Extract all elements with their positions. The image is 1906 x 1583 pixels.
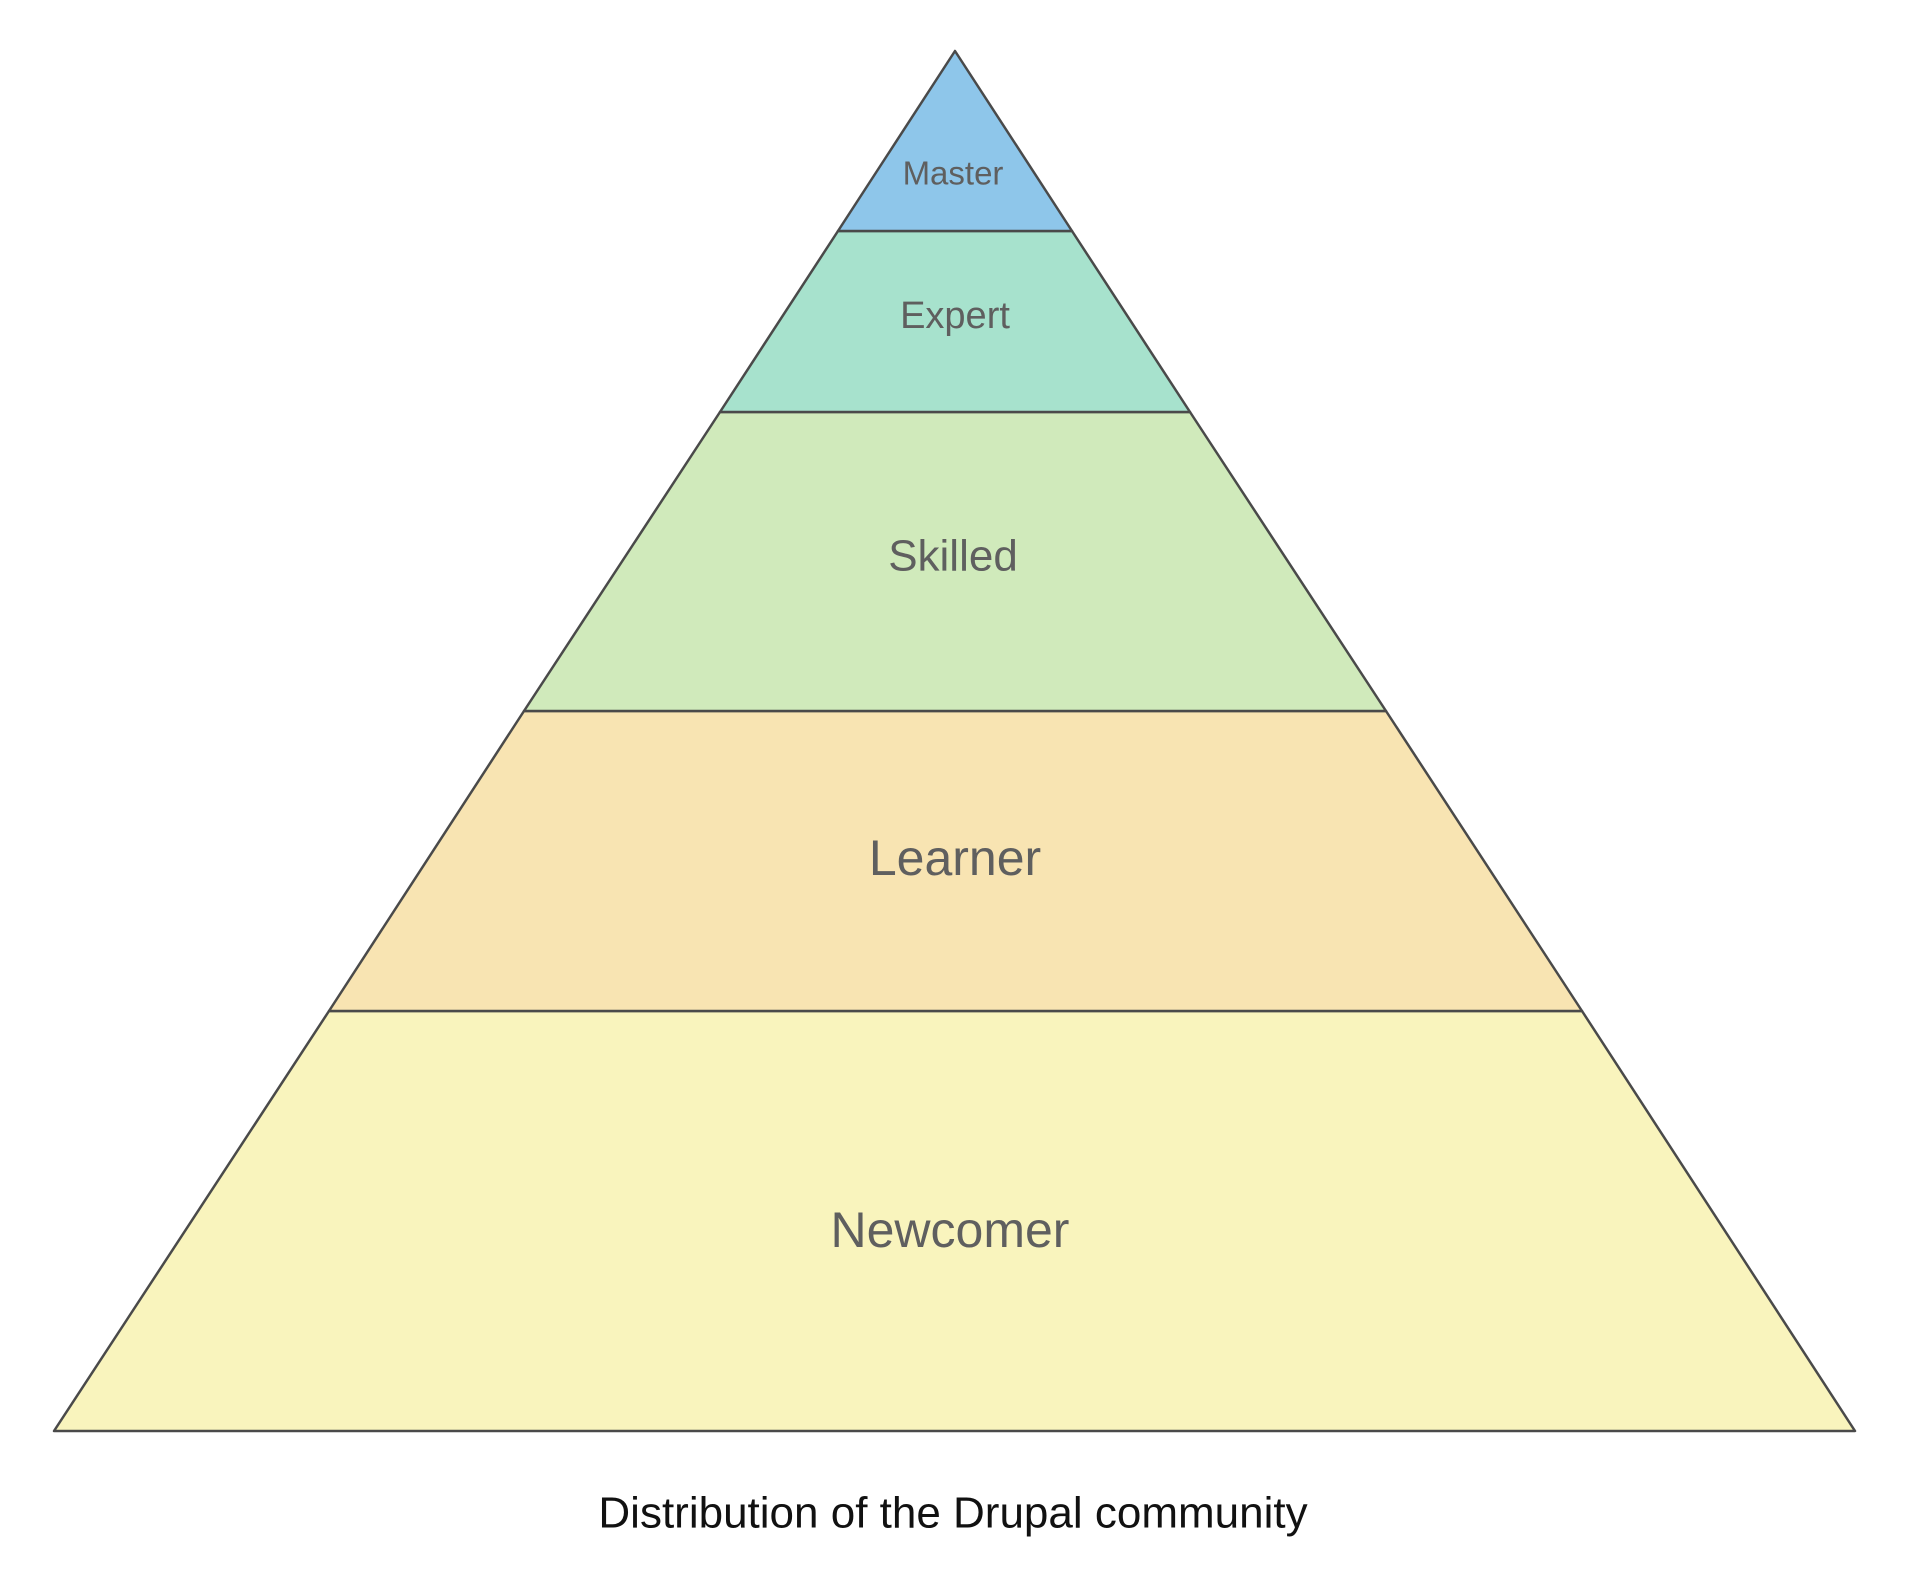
tier-skilled-label: Skilled: [888, 532, 1018, 581]
tier-expert-label: Expert: [900, 295, 1010, 337]
tier-learner: Learner: [327, 709, 1584, 1013]
diagram-caption: Distribution of the Drupal community: [598, 1489, 1307, 1538]
tier-newcomer: Newcomer: [52, 1009, 1857, 1433]
tier-newcomer-label: Newcomer: [831, 1202, 1070, 1258]
tier-expert: Expert: [718, 229, 1192, 414]
tier-master: Master: [836, 49, 1074, 233]
tier-learner-label: Learner: [869, 830, 1041, 886]
tier-skilled: Skilled: [522, 410, 1388, 713]
tier-master-shape: [836, 49, 1074, 233]
tier-master-label: Master: [903, 155, 1004, 192]
